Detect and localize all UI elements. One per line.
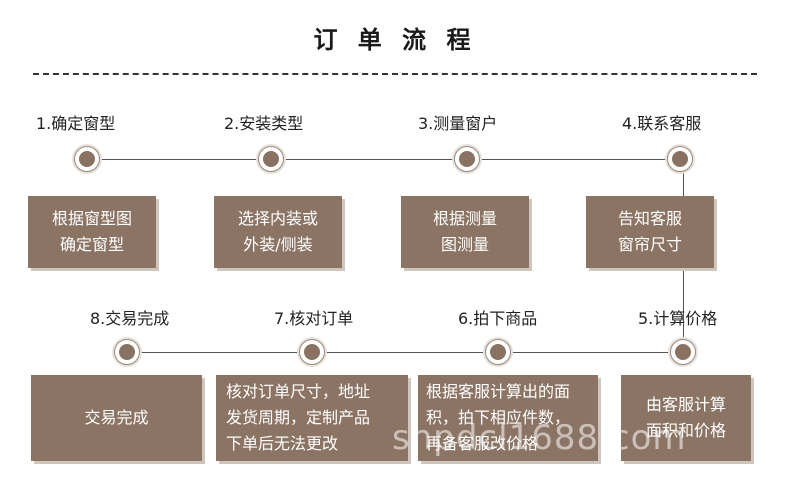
step-2-node — [258, 146, 284, 172]
step-6-card: 根据客服计算出的面积，拍下相应件数，再备客服改价格 — [418, 375, 598, 461]
top-connector-line — [87, 159, 680, 160]
step-1-card: 根据窗型图确定窗型 — [28, 196, 156, 268]
step-4-card: 告知客服窗帘尺寸 — [586, 196, 714, 268]
step-5-node — [670, 339, 696, 365]
step-3-card: 根据测量图测量 — [401, 196, 529, 268]
step-2-card: 选择内装或外装/侧装 — [214, 196, 342, 268]
step-7-card: 核对订单尺寸，地址发货周期，定制产品下单后无法更改 — [216, 375, 408, 461]
step-6-node — [485, 339, 511, 365]
step-2-label: 2.安装类型 — [224, 114, 304, 133]
page-title: 订 单 流 程 — [313, 26, 477, 54]
step-4-label: 4.联系客服 — [622, 114, 702, 133]
step-1-label: 1.确定窗型 — [36, 114, 116, 133]
bottom-connector-line — [127, 352, 683, 353]
step-7-label: 7.核对订单 — [274, 309, 354, 328]
step-3-node — [454, 146, 480, 172]
step-4-node — [667, 146, 693, 172]
step-1-node — [74, 146, 100, 172]
step-8-node — [114, 339, 140, 365]
title-divider — [33, 73, 757, 75]
step-6-label: 6.拍下商品 — [458, 309, 538, 328]
step-5-label: 5.计算价格 — [638, 309, 718, 328]
step-8-label: 8.交易完成 — [90, 309, 170, 328]
watermark: shpdcl1688.com — [392, 418, 687, 458]
step-3-label: 3.测量窗户 — [418, 114, 498, 133]
step-7-node — [299, 339, 325, 365]
step-8-card: 交易完成 — [31, 375, 202, 461]
step-5-card: 由客服计算面积和价格 — [621, 375, 751, 461]
